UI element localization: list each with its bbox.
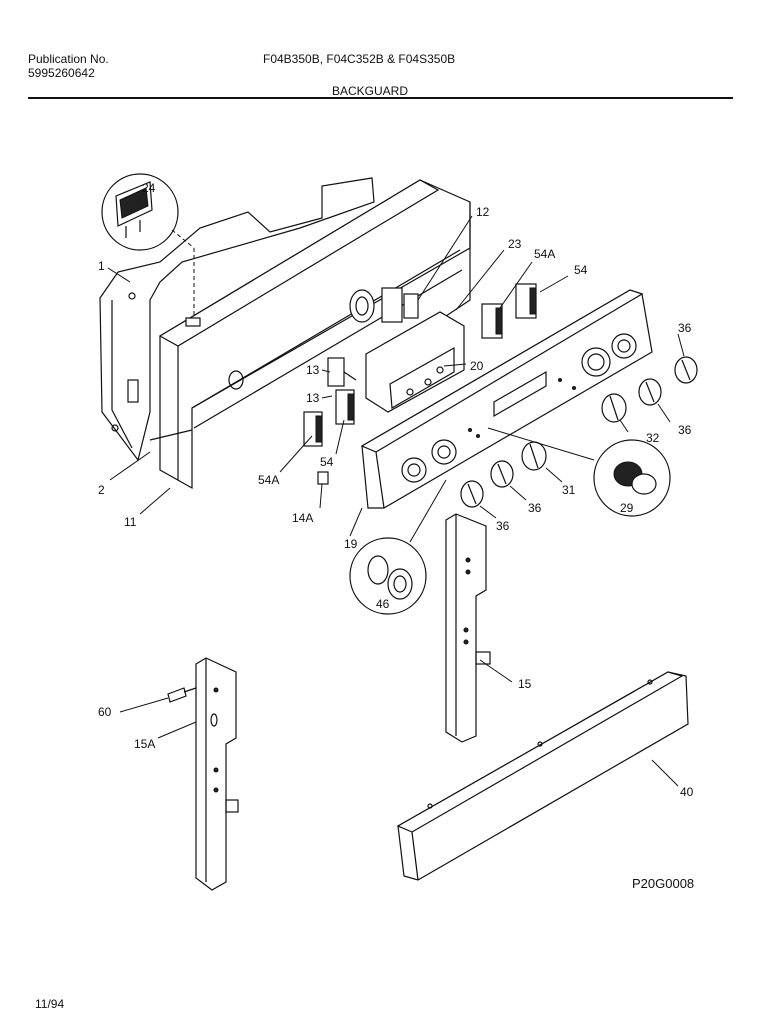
rocker-switch-lower-a bbox=[303, 411, 323, 447]
part-label-60: 60 bbox=[98, 705, 112, 719]
backguard-shell bbox=[149, 179, 471, 490]
rear-shield-panel bbox=[99, 177, 375, 462]
right-side-bracket bbox=[445, 513, 491, 743]
knob-right-lower bbox=[638, 378, 662, 406]
part-label-20: 20 bbox=[470, 359, 484, 373]
part-label-13-upper: 13 bbox=[306, 363, 320, 377]
screw bbox=[167, 687, 197, 703]
part-label-23: 23 bbox=[508, 237, 522, 251]
knob-right-upper bbox=[674, 356, 698, 384]
part-label-2: 2 bbox=[98, 483, 105, 497]
publication-label: Publication No. bbox=[28, 52, 109, 66]
rocker-switch-lower-b bbox=[335, 389, 355, 425]
element-switch bbox=[349, 287, 419, 323]
part-label-11: 11 bbox=[124, 515, 137, 529]
publication-number: 5995260642 bbox=[28, 66, 95, 80]
part-label-54-left: 54 bbox=[320, 455, 334, 469]
part-label-29: 29 bbox=[620, 501, 634, 515]
knob-46-detail-callout bbox=[349, 479, 447, 615]
part-label-54a-left: 54A bbox=[258, 473, 279, 487]
rocker-switch-detail-callout bbox=[101, 173, 195, 316]
rocker-switch-upper-a bbox=[481, 303, 503, 339]
part-label-15: 15 bbox=[518, 677, 532, 691]
part-label-19: 19 bbox=[344, 537, 358, 551]
figure-code: P20G0008 bbox=[632, 876, 695, 891]
knob-left bbox=[460, 480, 484, 508]
part-label-36-panel-right: 36 bbox=[678, 423, 692, 437]
part-label-40: 40 bbox=[680, 785, 694, 799]
section-title: BACKGUARD bbox=[332, 84, 409, 98]
part-label-14a: 14A bbox=[292, 511, 313, 525]
header-rule bbox=[28, 97, 733, 99]
part-label-31: 31 bbox=[562, 483, 576, 497]
rocker-switch-upper-b bbox=[515, 283, 537, 319]
part-label-36-right: 36 bbox=[678, 321, 692, 335]
part-label-36-center: 36 bbox=[528, 501, 542, 515]
leader-lines bbox=[107, 215, 685, 787]
part-label-54-top: 54 bbox=[574, 263, 588, 277]
part-label-32: 32 bbox=[646, 431, 660, 445]
part-label-1: 1 bbox=[98, 259, 105, 273]
model-numbers: F04B350B, F04C352B & F04S350B bbox=[263, 52, 456, 66]
part-label-24: 24 bbox=[142, 181, 156, 195]
part-label-13-lower: 13 bbox=[306, 391, 320, 405]
indicator-light-housing bbox=[327, 357, 357, 387]
clock-module bbox=[365, 311, 465, 413]
knob-29-detail-callout bbox=[487, 427, 671, 517]
part-label-12: 12 bbox=[476, 205, 490, 219]
part-label-15a: 15A bbox=[134, 737, 155, 751]
part-label-46: 46 bbox=[376, 597, 390, 611]
trim-strip bbox=[396, 671, 689, 881]
publication-date: 11/94 bbox=[35, 997, 65, 1011]
control-panel bbox=[360, 289, 653, 509]
knob-32 bbox=[601, 393, 627, 423]
indicator-lamp bbox=[317, 471, 329, 485]
left-side-bracket bbox=[195, 657, 239, 891]
knob-center bbox=[490, 460, 514, 488]
knob-31 bbox=[521, 441, 547, 471]
part-label-36-left: 36 bbox=[496, 519, 510, 533]
part-label-54a-top: 54A bbox=[534, 247, 555, 261]
